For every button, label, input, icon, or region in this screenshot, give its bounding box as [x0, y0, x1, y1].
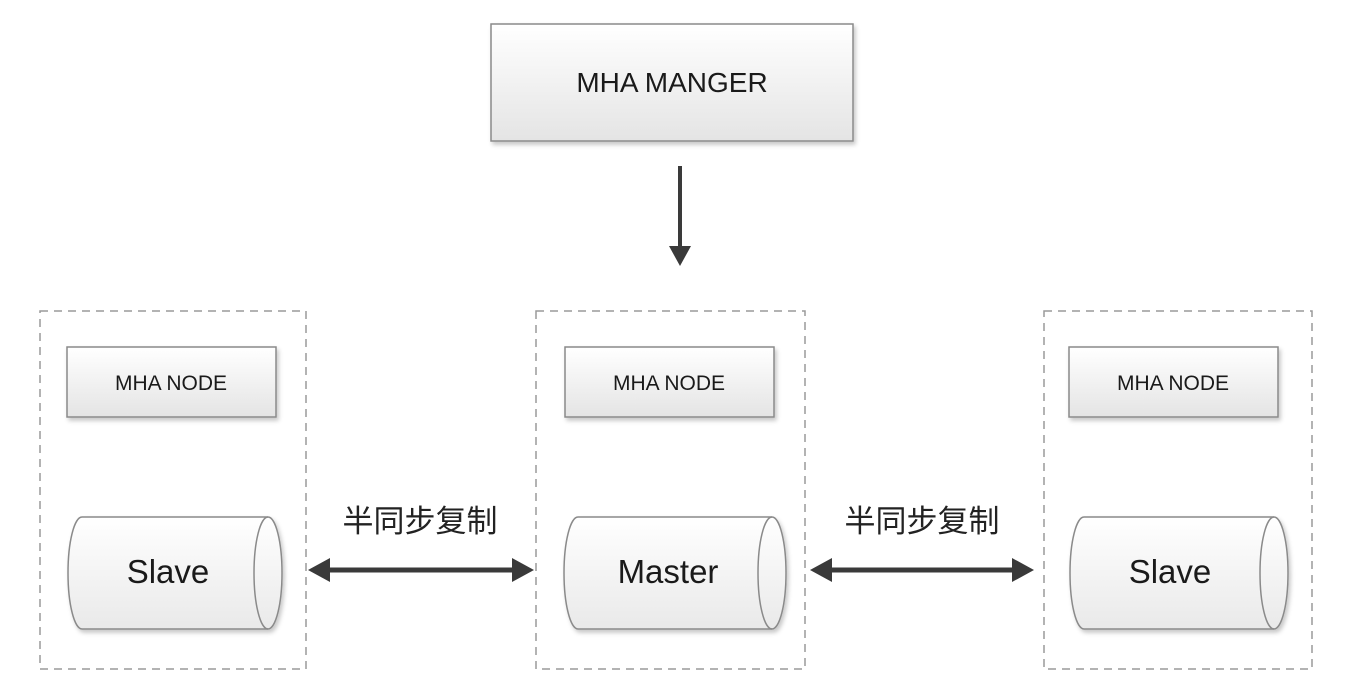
database-label: Slave — [127, 553, 210, 590]
node-group-master: MHA NODE Master — [535, 310, 806, 670]
database-label: Master — [618, 553, 719, 590]
mha-node-label: MHA NODE — [613, 372, 725, 395]
replication-label: 半同步复制 — [845, 504, 1000, 540]
database-cylinder-icon — [1069, 516, 1289, 630]
replication-link-right: 半同步复制 — [810, 504, 1034, 582]
mha-manager: MHA MANGER — [490, 23, 854, 142]
mha-manager-label: MHA MANGER — [576, 67, 767, 98]
manager-to-master-arrow — [669, 166, 691, 266]
database-cylinder-icon — [563, 516, 787, 630]
mha-node-box: MHA NODE — [564, 346, 775, 418]
mha-node-label: MHA NODE — [115, 372, 227, 395]
node-group-slave-left: MHA NODE Slave — [39, 310, 307, 670]
replication-link-left: 半同步复制 — [308, 504, 534, 582]
database-cylinder-icon — [67, 516, 283, 630]
replication-label: 半同步复制 — [343, 504, 498, 540]
mha-node-box: MHA NODE — [66, 346, 277, 418]
node-group-slave-right: MHA NODE Slave — [1043, 310, 1313, 670]
bidirectional-arrow-icon — [308, 558, 534, 582]
database-label: Slave — [1129, 553, 1212, 590]
mha-node-box: MHA NODE — [1068, 346, 1279, 418]
mha-node-label: MHA NODE — [1117, 372, 1229, 395]
bidirectional-arrow-icon — [810, 558, 1034, 582]
